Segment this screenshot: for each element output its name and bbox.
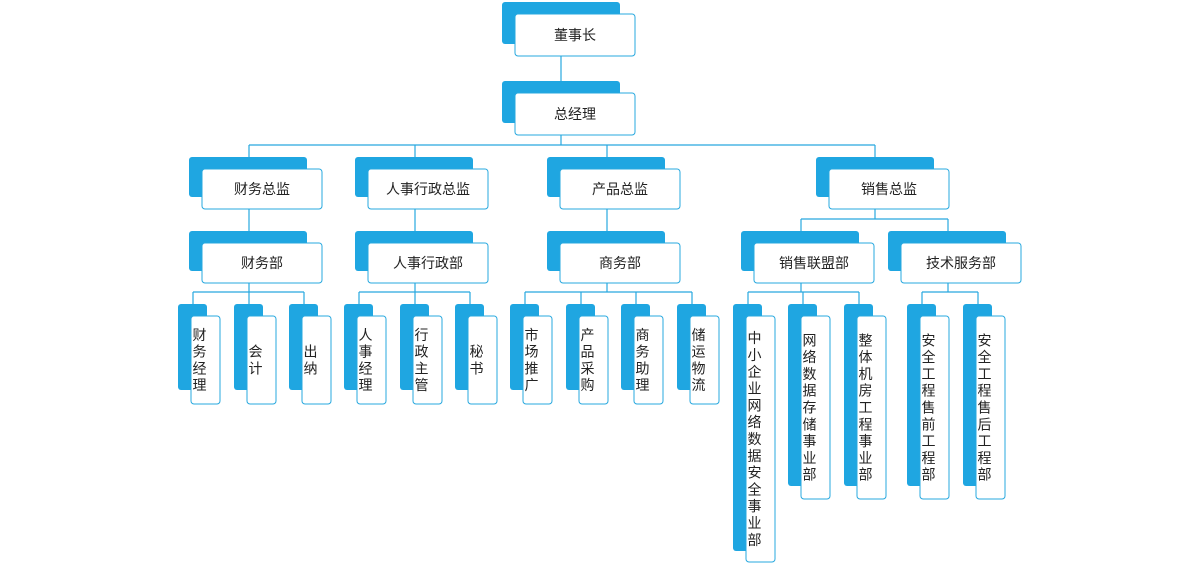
box-label-panel (367, 168, 489, 210)
tech-service-dept-label: 技术服务部 (926, 256, 996, 272)
product-procurement-label: 产品采购 (581, 328, 595, 394)
presales-engineering-dept-label: 安全工程售前工程部 (922, 333, 936, 483)
network-storage-dept-box: 网络数据存储事业部 (788, 304, 831, 500)
finance-manager-box: 财务经理 (178, 304, 221, 405)
sme-security-dept-box: 中小企业网络数据安全事业部 (733, 304, 776, 563)
box-label-panel (246, 315, 277, 405)
accountant-label: 会计 (249, 345, 263, 378)
market-promotion-label: 市场推广 (525, 327, 539, 394)
box-label-panel (514, 13, 636, 57)
hr-admin-dept-label: 人事行政部 (393, 256, 463, 272)
admin-supervisor-box: 行政主管 (400, 304, 443, 405)
aftersales-engineering-dept-label: 安全工程售后工程部 (978, 333, 992, 483)
product-director-box: 产品总监 (547, 157, 681, 210)
box-label-panel (578, 315, 609, 405)
secretary-label: 秘书 (470, 345, 484, 378)
hr-manager-label: 人事经理 (359, 328, 373, 394)
chairman-box: 董事长 (502, 2, 636, 57)
storage-logistics-box: 储运物流 (677, 304, 720, 405)
sales-alliance-dept-box: 销售联盟部 (741, 231, 875, 284)
box-label-panel (190, 315, 221, 405)
cashier-box: 出纳 (289, 304, 332, 405)
box-label-panel (467, 315, 498, 405)
secretary-box: 秘书 (455, 304, 498, 405)
general-manager-box: 总经理 (502, 81, 636, 136)
box-label-panel (559, 168, 681, 210)
box-label-panel (367, 242, 489, 284)
box-label-panel (800, 315, 831, 500)
box-label-panel (559, 242, 681, 284)
sales-director-box: 销售总监 (816, 157, 950, 210)
box-label-panel (201, 168, 323, 210)
admin-supervisor-label: 行政主管 (415, 328, 429, 394)
hr-manager-box: 人事经理 (344, 304, 387, 405)
box-label-panel (522, 315, 553, 405)
connector-lines (192, 56, 979, 304)
business-dept-label: 商务部 (599, 256, 641, 272)
storage-logistics-label: 储运物流 (692, 328, 706, 394)
box-label-panel (919, 315, 950, 500)
datacenter-engineering-dept-box: 整体机房工程事业部 (844, 304, 887, 500)
finance-dept-label: 财务部 (241, 256, 283, 272)
box-label-panel (753, 242, 875, 284)
network-storage-dept-label: 网络数据存储事业部 (803, 333, 817, 483)
business-assistant-label: 商务助理 (636, 328, 650, 394)
box-label-panel (412, 315, 443, 405)
cashier-label: 出纳 (304, 345, 318, 378)
presales-engineering-dept-box: 安全工程售前工程部 (907, 304, 950, 500)
finance-director-label: 财务总监 (234, 182, 290, 198)
finance-dept-box: 财务部 (189, 231, 323, 284)
box-label-panel (828, 168, 950, 210)
tech-service-dept-box: 技术服务部 (888, 231, 1022, 284)
market-promotion-box: 市场推广 (510, 304, 553, 405)
accountant-box: 会计 (234, 304, 277, 405)
box-label-panel (900, 242, 1022, 284)
finance-manager-label: 财务经理 (193, 328, 207, 394)
box-label-panel (745, 315, 776, 563)
box-label-panel (856, 315, 887, 500)
box-label-panel (633, 315, 664, 405)
product-director-label: 产品总监 (592, 182, 648, 198)
hr-admin-director-box: 人事行政总监 (355, 157, 489, 210)
sales-alliance-dept-label: 销售联盟部 (779, 256, 849, 272)
hr-admin-director-label: 人事行政总监 (386, 182, 470, 198)
general-manager-label: 总经理 (554, 107, 596, 123)
hr-admin-dept-box: 人事行政部 (355, 231, 489, 284)
finance-director-box: 财务总监 (189, 157, 323, 210)
sales-director-label: 销售总监 (861, 182, 917, 198)
business-assistant-box: 商务助理 (621, 304, 664, 405)
aftersales-engineering-dept-box: 安全工程售后工程部 (963, 304, 1006, 500)
box-label-panel (975, 315, 1006, 500)
box-label-panel (301, 315, 332, 405)
box-label-panel (356, 315, 387, 405)
box-label-panel (689, 315, 720, 405)
box-label-panel (201, 242, 323, 284)
business-dept-box: 商务部 (547, 231, 681, 284)
chairman-label: 董事长 (554, 28, 596, 44)
sme-security-dept-label: 中小企业网络数据安全事业部 (748, 331, 762, 549)
datacenter-engineering-dept-label: 整体机房工程事业部 (859, 333, 873, 483)
box-label-panel (514, 92, 636, 136)
product-procurement-box: 产品采购 (566, 304, 609, 405)
